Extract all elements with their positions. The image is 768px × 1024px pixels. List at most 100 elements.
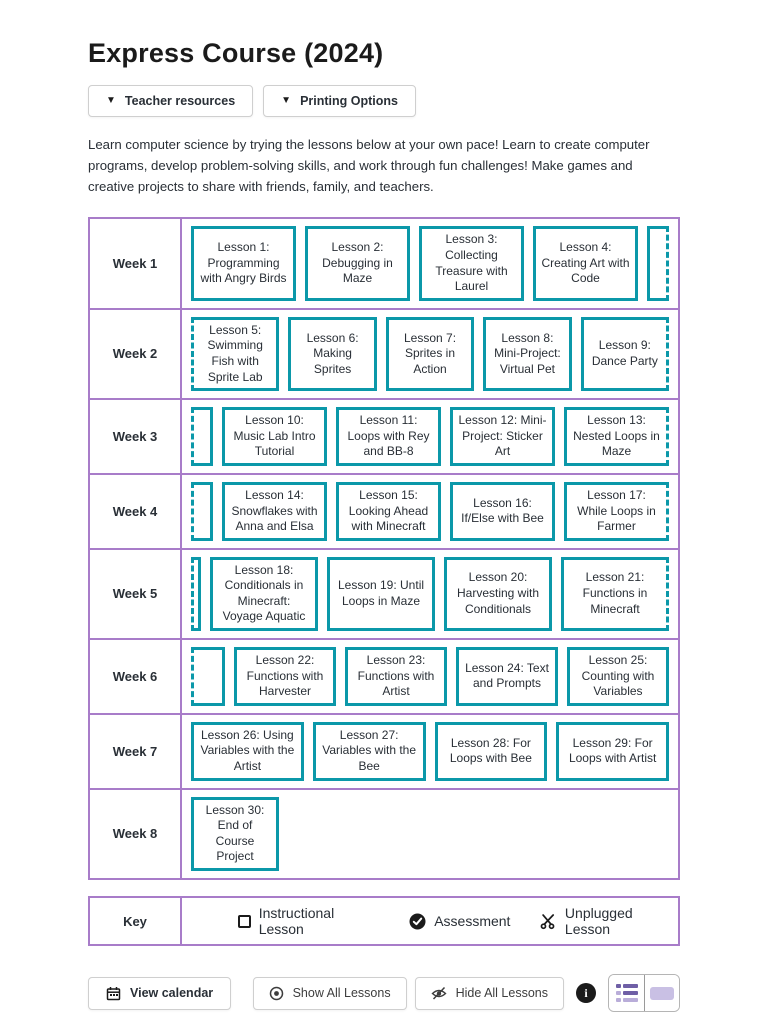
lesson-box[interactable]: Lesson 5: Swimming Fish with Sprite Lab [191, 316, 280, 392]
lesson-box[interactable]: Lesson 6: Making Sprites [288, 316, 377, 392]
page-title: Express Course (2024) [88, 38, 384, 68]
lesson-title: Lesson 23: Functions with Artist [357, 653, 435, 699]
caret-down-icon: ▼ [106, 95, 116, 106]
lesson-box[interactable]: Lesson 30: End of Course Project [191, 796, 279, 871]
show-all-lessons-label: Show All Lessons [292, 986, 391, 1000]
week-label: Week 8 [90, 789, 182, 878]
lesson-box[interactable]: Lesson 11: Loops with Rey and BB-8 [336, 407, 441, 466]
card-view-icon [650, 986, 674, 1000]
lesson-continuation-stub[interactable] [191, 481, 213, 541]
lesson-title: Lesson 20: Harvesting with Conditionals [456, 570, 540, 616]
lesson-title: Lesson 10: Music Lab Intro Tutorial [233, 413, 316, 459]
schedule-table: Week 1 Lesson 1: Programming with Angry B… [88, 217, 680, 880]
card-view-toggle[interactable] [644, 975, 679, 1011]
check-circle-icon [409, 913, 426, 929]
key-row: Key Instructional Lesson Assessment [88, 896, 680, 946]
lessons-cell: Lesson 10: Music Lab Intro Tutorial Lesso… [182, 400, 678, 473]
lesson-title: Lesson 2: Debugging in Maze [322, 240, 393, 286]
key-item-instructional: Instructional Lesson [238, 905, 379, 937]
lesson-box[interactable]: Lesson 14: Snowflakes with Anna and Elsa [222, 481, 327, 541]
key-label: Key [90, 898, 182, 944]
hide-all-lessons-button[interactable]: Hide All Lessons [414, 976, 564, 1010]
square-outline-icon [238, 914, 251, 928]
lesson-title: Lesson 17: While Loops in Farmer [577, 487, 656, 534]
lessons-cell: Lesson 5: Swimming Fish with Sprite Lab L… [182, 310, 678, 398]
lesson-box[interactable]: Lesson 8: Mini-Project: Virtual Pet [483, 316, 572, 392]
lesson-title: Lesson 1: Programming with Angry Birds [200, 240, 287, 286]
scissors-icon [541, 913, 555, 929]
lesson-title: Lesson 16: If/Else with Bee [461, 495, 544, 526]
lesson-box[interactable]: Lesson 27: Variables with the Bee [312, 721, 426, 781]
lesson-box[interactable]: Lesson 16: If/Else with Bee [450, 481, 555, 541]
lessons-cell: Lesson 14: Snowflakes with Anna and Elsa… [182, 475, 678, 548]
lesson-box[interactable]: Lesson 18: Conditionals in Minecraft: Vo… [210, 556, 318, 632]
teacher-resources-label: Teacher resources [124, 94, 236, 108]
lesson-box[interactable]: Lesson 23: Functions with Artist [345, 647, 447, 706]
lesson-title: Lesson 29: For Loops with Artist [568, 735, 657, 766]
lesson-continuation-stub[interactable] [191, 407, 213, 466]
lesson-box[interactable]: Lesson 2: Debugging in Maze [305, 226, 410, 301]
lesson-continuation-stub[interactable] [191, 556, 201, 632]
teacher-resources-button[interactable]: ▼ Teacher resources [88, 85, 254, 117]
lesson-title: Lesson 13: Nested Loops in Maze [573, 413, 660, 459]
list-view-icon [615, 984, 638, 1002]
calendar-icon [106, 986, 121, 1000]
lesson-title: Lesson 8: Mini-Project: Virtual Pet [494, 330, 561, 376]
lesson-box[interactable]: Lesson 28: For Loops with Bee [434, 721, 548, 781]
lesson-continuation-stub[interactable] [191, 647, 225, 706]
view-calendar-button[interactable]: View calendar [88, 976, 232, 1010]
caret-down-icon: ▼ [281, 95, 292, 106]
lesson-title: Lesson 6: Making Sprites [306, 330, 359, 376]
lesson-box[interactable]: Lesson 26: Using Variables with the Arti… [191, 721, 304, 781]
lesson-box[interactable]: Lesson 12: Mini-Project: Sticker Art [450, 407, 555, 466]
lesson-box[interactable]: Lesson 17: While Loops in Farmer [564, 481, 669, 541]
week-label: Week 1 [90, 219, 182, 308]
lesson-box[interactable]: Lesson 9: Dance Party [580, 316, 670, 392]
lesson-box[interactable]: Lesson 29: For Loops with Artist [556, 721, 669, 781]
lesson-title: Lesson 22: Functions with Harvester [246, 653, 324, 699]
week-row: Week 1 Lesson 1: Programming with Angry B… [90, 219, 678, 310]
lesson-box[interactable]: Lesson 24: Text and Prompts [456, 647, 558, 706]
lesson-box[interactable]: Lesson 1: Programming with Angry Birds [191, 226, 296, 301]
lesson-title: Lesson 15: Looking Ahead with Minecraft [348, 487, 429, 534]
lesson-title: Lesson 27: Variables with the Bee [322, 727, 417, 774]
lesson-box[interactable]: Lesson 7: Sprites in Action [385, 316, 475, 392]
lesson-continuation-stub[interactable] [647, 226, 669, 301]
lesson-box[interactable]: Lesson 10: Music Lab Intro Tutorial [222, 407, 327, 466]
lesson-box[interactable]: Lesson 19: Until Loops in Maze [327, 556, 435, 632]
lesson-box[interactable]: Lesson 21: Functions in Minecraft [561, 556, 669, 632]
info-icon[interactable]: i [576, 983, 596, 1003]
lesson-title: Lesson 5: Swimming Fish with Sprite Lab [207, 322, 263, 384]
lesson-title: Lesson 21: Functions in Minecraft [582, 570, 648, 616]
show-all-lessons-button[interactable]: Show All Lessons [252, 976, 407, 1010]
top-buttons-row: ▼ Teacher resources ▼ Printing Options [88, 85, 680, 117]
lesson-box[interactable]: Lesson 3: Collecting Treasure with Laure… [419, 226, 524, 301]
lessons-cell: Lesson 30: End of Course Project [182, 790, 678, 878]
lesson-box[interactable]: Lesson 20: Harvesting with Conditionals [444, 556, 552, 632]
lesson-title: Lesson 9: Dance Party [591, 338, 658, 368]
actions-row: View calendar Show All Lessons Hide All … [88, 974, 680, 1012]
lesson-box[interactable]: Lesson 13: Nested Loops in Maze [564, 407, 669, 466]
printing-options-button[interactable]: ▼ Printing Options [263, 85, 416, 117]
lesson-box[interactable]: Lesson 25: Counting with Variables [567, 647, 669, 706]
week-label: Week 2 [90, 309, 182, 399]
lesson-title: Lesson 3: Collecting Treasure with Laure… [435, 232, 508, 294]
list-view-toggle[interactable] [609, 975, 644, 1011]
key-item-label: Instructional Lesson [258, 905, 335, 937]
lesson-title: Lesson 26: Using Variables with the Arti… [200, 727, 295, 774]
lesson-box[interactable]: Lesson 4: Creating Art with Code [533, 226, 638, 301]
lesson-title: Lesson 14: Snowflakes with Anna and Elsa [231, 487, 318, 534]
eye-icon [269, 986, 283, 1000]
view-toggle-group [608, 974, 680, 1012]
printing-options-label: Printing Options [300, 94, 398, 108]
lesson-box[interactable]: Lesson 22: Functions with Harvester [234, 647, 336, 706]
key-item-label: Assessment [434, 913, 511, 929]
lessons-cell: Lesson 22: Functions with Harvester Lesso… [182, 640, 678, 713]
lesson-box[interactable]: Lesson 15: Looking Ahead with Minecraft [336, 481, 441, 541]
week-label: Week 4 [90, 474, 182, 548]
week-label: Week 3 [90, 400, 182, 473]
